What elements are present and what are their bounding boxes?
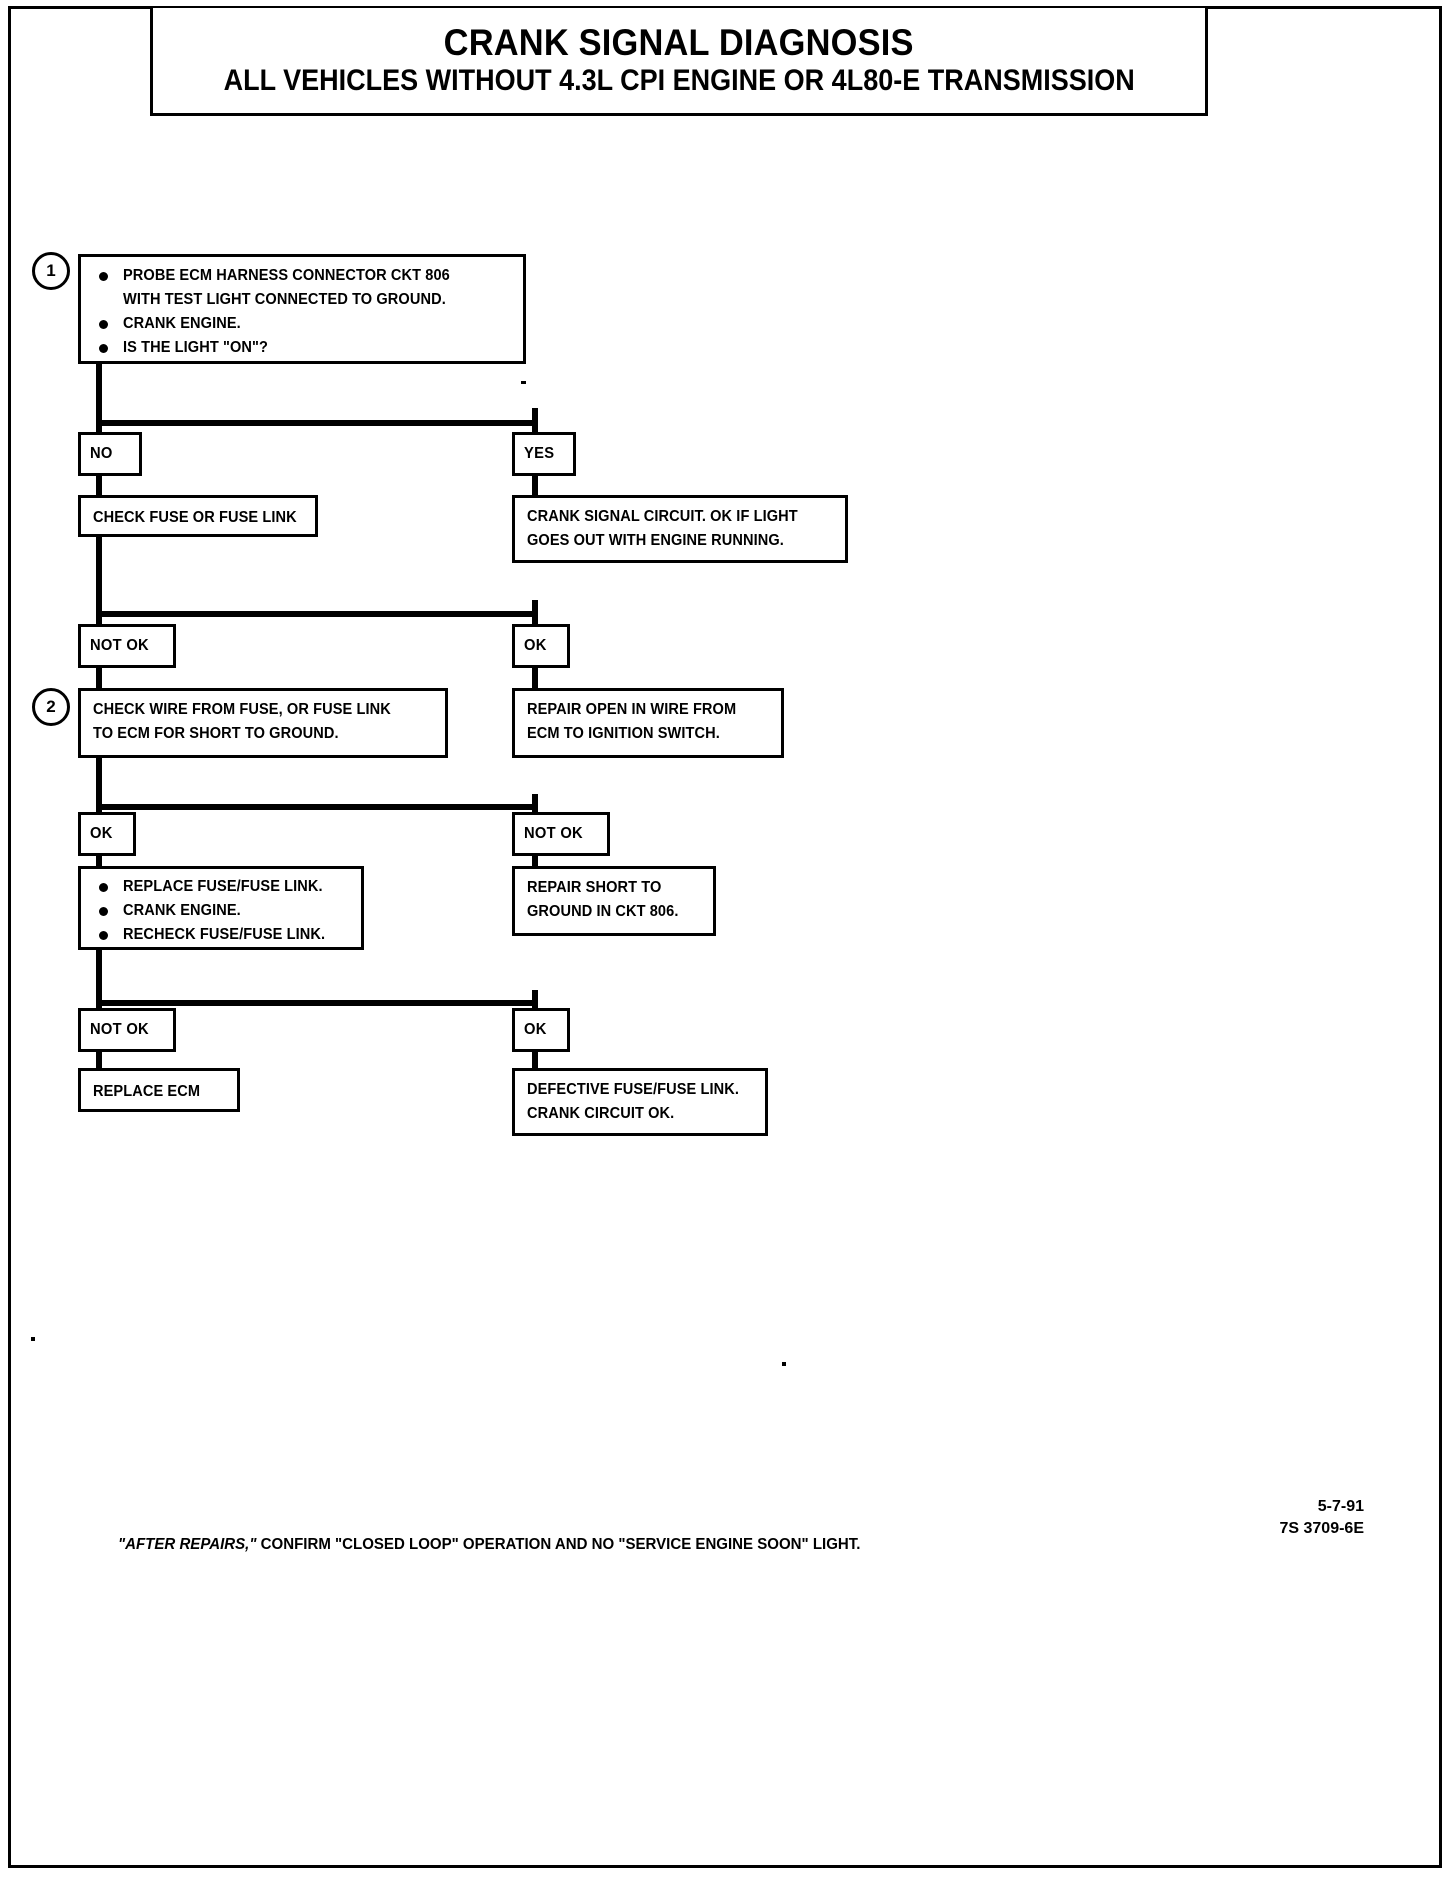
branch-label-ok-2: OK (78, 812, 136, 856)
connector-no-to-box (96, 476, 102, 498)
scan-speck (31, 1337, 35, 1341)
connector-replacefuse-down (96, 950, 102, 1006)
bullet-icon (99, 931, 108, 941)
node-check-fuse: CHECK FUSE OR FUSE LINK (78, 495, 318, 537)
node-repair-open: REPAIR OPEN IN WIRE FROM ECM TO IGNITION… (512, 688, 784, 758)
bullet-icon (99, 907, 108, 917)
replace-fuse-bullet-list: REPLACE FUSE/FUSE LINK. CRANK ENGINE. RE… (93, 875, 351, 947)
branch-label-not-ok-3: NOT OK (78, 1008, 176, 1052)
footer-note-rest: CONFIRM "CLOSED LOOP" OPERATION AND NO "… (256, 1536, 861, 1553)
scan-speck (521, 381, 526, 384)
document-date: 5-7-91 (1317, 1498, 1364, 1515)
connector-split-1 (96, 420, 538, 426)
connector-checkfuse-down (96, 537, 102, 617)
connector-notok-down (96, 611, 102, 631)
scan-speck (782, 1362, 786, 1366)
title-block: CRANK SIGNAL DIAGNOSIS ALL VEHICLES WITH… (150, 8, 1208, 116)
bullet-icon (99, 272, 108, 281)
connector-notok2-down (532, 794, 538, 822)
connector-no-down (96, 420, 102, 442)
step1-bullet-list: PROBE ECM HARNESS CONNECTOR CKT 806 WITH… (93, 264, 513, 360)
page-subtitle: ALL VEHICLES WITHOUT 4.3L CPI ENGINE OR … (223, 64, 1135, 98)
connector-step2-down (96, 758, 102, 810)
connector-ok3-to-defective (532, 1052, 538, 1074)
step1-bullet-1-cont: WITH TEST LIGHT CONNECTED TO GROUND. (123, 291, 446, 309)
node-repair-short: REPAIR SHORT TO GROUND IN CKT 806. (512, 866, 716, 936)
connector-ok-to-repairopen (532, 668, 538, 690)
step-marker-1: 1 (32, 252, 70, 290)
list-item: CRANK ENGINE. (93, 312, 513, 336)
connector-notok-to-step2 (96, 668, 102, 690)
list-item: PROBE ECM HARNESS CONNECTOR CKT 806 (93, 264, 513, 288)
list-item: REPLACE FUSE/FUSE LINK. (93, 875, 351, 899)
list-item: CRANK ENGINE. (93, 899, 351, 923)
branch-label-not-ok-1: NOT OK (78, 624, 176, 668)
node-defective-fuse: DEFECTIVE FUSE/FUSE LINK. CRANK CIRCUIT … (512, 1068, 768, 1136)
node-step1-box: PROBE ECM HARNESS CONNECTOR CKT 806 WITH… (78, 254, 526, 364)
connector-notok3-to-replaceecm (96, 1052, 102, 1074)
step1-bullet-2: CRANK ENGINE. (123, 315, 241, 333)
step-marker-1-label: 1 (46, 261, 56, 280)
step1-bullet-3: IS THE LIGHT "ON"? (123, 339, 269, 357)
branch-label-ok-3: OK (512, 1008, 570, 1052)
connector-yes-down (532, 408, 538, 442)
branch-label-ok-1: OK (512, 624, 570, 668)
list-item: IS THE LIGHT "ON"? (93, 336, 513, 360)
page-title: CRANK SIGNAL DIAGNOSIS (444, 22, 914, 64)
connector-yes-to-box (532, 476, 538, 498)
node-step2-box: CHECK WIRE FROM FUSE, OR FUSE LINK TO EC… (78, 688, 448, 758)
bullet-icon (99, 883, 108, 892)
document-part-number: 7S 3709-6E (1279, 1519, 1364, 1537)
bullet-icon (99, 320, 108, 330)
connector-split-3 (96, 804, 538, 810)
connector-split-4 (96, 1000, 538, 1006)
node-replace-fuse: REPLACE FUSE/FUSE LINK. CRANK ENGINE. RE… (78, 866, 364, 950)
document-code-block: 5-7-91 7S 3709-6E (1279, 1496, 1364, 1539)
footer-note: "AFTER REPAIRS," CONFIRM "CLOSED LOOP" O… (118, 1536, 908, 1554)
page-border (8, 6, 1442, 1868)
connector-ok-down (532, 600, 538, 631)
footer-note-lead: "AFTER REPAIRS," (118, 1536, 257, 1553)
step-marker-2-label: 2 (46, 697, 56, 716)
step1-bullet-1: PROBE ECM HARNESS CONNECTOR CKT 806 (123, 267, 450, 284)
branch-label-yes: YES (512, 432, 576, 476)
step-marker-2: 2 (32, 688, 70, 726)
branch-label-no: NO (78, 432, 142, 476)
connector-step1-down (96, 364, 102, 426)
branch-label-not-ok-2: NOT OK (512, 812, 610, 856)
list-item: RECHECK FUSE/FUSE LINK. (93, 923, 351, 947)
connector-ok3-down (532, 990, 538, 1018)
connector-split-2 (96, 611, 538, 617)
node-crank-signal-ok: CRANK SIGNAL CIRCUIT. OK IF LIGHT GOES O… (512, 495, 848, 563)
node-replace-ecm: REPLACE ECM (78, 1068, 240, 1112)
bullet-icon (99, 344, 108, 354)
list-item: WITH TEST LIGHT CONNECTED TO GROUND. (93, 288, 513, 312)
